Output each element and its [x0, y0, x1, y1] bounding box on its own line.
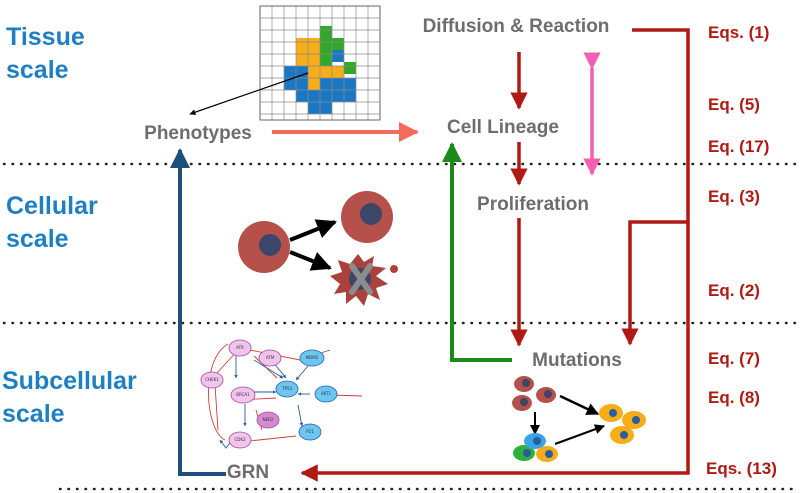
- gene-node: NER2: [256, 411, 280, 429]
- gene-node-label: ATM: [266, 355, 275, 360]
- grn-label: GRN: [227, 462, 269, 483]
- phenotypes-label: Phenotypes: [144, 123, 252, 144]
- gene-node: ATM: [258, 349, 282, 367]
- scale-separators: [2, 162, 800, 491]
- subcellular-scale-line1: Subcellular: [2, 367, 137, 395]
- equation-label: Eqs. (1): [708, 23, 769, 42]
- equation-label: Eq. (8): [708, 388, 760, 407]
- mutant-cells-right: [599, 404, 646, 444]
- gene-node-label: ATR: [236, 345, 244, 350]
- gene-node: BRCA1: [230, 386, 256, 404]
- grn-to-phenotypes-arrow: [170, 148, 226, 476]
- gene-node: CDK2: [228, 431, 252, 449]
- equation-label: Eq. (5): [708, 95, 760, 114]
- cell-lineage-label: Cell Lineage: [447, 117, 559, 138]
- gene-node-label: TP53: [281, 386, 292, 391]
- equation-label: Eqs. (13): [706, 459, 777, 478]
- tissue-scale-label: Tissue scale: [6, 23, 92, 84]
- mutation-cells-illustration: [512, 376, 646, 462]
- equations-to-grn-return-arrow: [300, 222, 690, 482]
- mutation-arrow-right: [559, 394, 600, 416]
- gene-node-label: AKT1: [321, 391, 331, 396]
- gene-node: MDM2: [299, 349, 325, 367]
- cell-fate-illustration: [238, 191, 398, 306]
- gene-node-label: CHEK1: [205, 377, 219, 382]
- gene-node: CHEK1: [200, 371, 224, 389]
- cellular-scale-line1: Cellular: [6, 192, 98, 220]
- apoptotic-bleb: [390, 265, 398, 273]
- gene-node: P21: [298, 423, 322, 441]
- tissue-scale-line1: Tissue: [6, 23, 85, 51]
- diffusion-reaction-label: Diffusion & Reaction: [423, 16, 610, 37]
- gene-node: AKT1: [314, 385, 338, 403]
- cellular-scale-line2: scale: [6, 225, 69, 253]
- original-cells: [512, 376, 556, 411]
- proliferation-label: Proliferation: [477, 194, 589, 215]
- daughter-cell-nucleus: [360, 203, 382, 225]
- equation-label: Eq. (17): [708, 137, 769, 156]
- gene-node-label: MDM2: [306, 355, 319, 360]
- grid-to-phenotypes-pointer: [189, 72, 309, 116]
- apoptosis-x-mark: [349, 263, 373, 295]
- death-arrow: [289, 250, 332, 271]
- cellular-scale-label: Cellular scale: [6, 192, 105, 253]
- subcellular-scale-label: Subcellular scale: [2, 367, 144, 428]
- mutant-cells-left: [513, 433, 558, 462]
- diffusion-to-mutations-loop-arrow: [621, 28, 690, 346]
- parent-cell-nucleus: [259, 234, 281, 256]
- tissue-scale-line2: scale: [6, 56, 69, 84]
- gene-node-label: BRCA1: [236, 392, 250, 397]
- equation-labels: Eqs. (1) Eq. (5) Eq. (17) Eq. (3) Eq. (2…: [706, 23, 777, 478]
- gene-node-label: CDK2: [234, 437, 245, 442]
- mutations-to-lineage-arrow: [442, 142, 512, 362]
- tissue-grid-illustration: [259, 5, 381, 121]
- gene-node-label: NER2: [263, 417, 274, 422]
- mutation-arrow-diagonal: [554, 424, 605, 445]
- gene-network-illustration: ATR ATM MDM2 CHEK1 TP53 AKT1 BRCA1 NER2 …: [200, 339, 363, 449]
- mutations-label: Mutations: [532, 350, 622, 371]
- gene-node: TP53: [275, 380, 299, 398]
- gene-node: ATR: [228, 339, 252, 357]
- equation-label: Eq. (3): [708, 187, 760, 206]
- division-arrow: [289, 219, 337, 242]
- gene-node-label: P21: [306, 429, 314, 434]
- equation-label: Eq. (7): [708, 349, 760, 368]
- equation-label: Eq. (2): [708, 281, 760, 300]
- subcellular-scale-line2: scale: [2, 400, 65, 428]
